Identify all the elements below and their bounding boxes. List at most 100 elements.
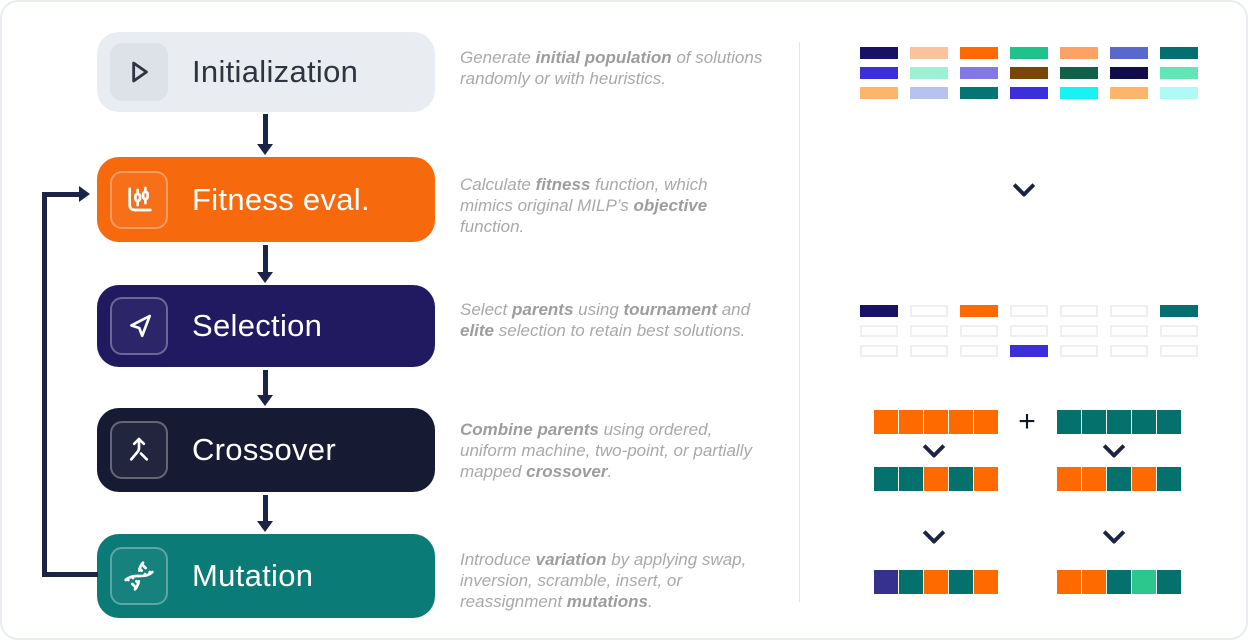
gene-cell-empty: [1010, 305, 1048, 317]
desc-text-segment: elite: [460, 321, 495, 340]
gene-cell-empty: [1160, 345, 1198, 357]
stage-label: Mutation: [192, 558, 314, 593]
desc-text-segment: variation: [535, 550, 607, 569]
gene-square: [1107, 467, 1131, 491]
description-fitness-eval: Calculate fitness function, which mimics…: [460, 174, 764, 237]
gene-cell-filled: [910, 47, 948, 59]
stage-box-initialization: Initialization: [97, 32, 435, 112]
desc-text-segment: Generate: [460, 48, 536, 67]
gene-cell-filled: [1110, 67, 1148, 79]
stage-label: Fitness eval.: [192, 181, 370, 217]
gene-square: [1132, 570, 1156, 594]
stage-box-selection: Selection: [97, 285, 435, 367]
desc-text-segment: tournament: [623, 300, 718, 319]
gene-cell-empty: [1110, 345, 1148, 357]
mutation-result-b: [1057, 570, 1181, 594]
desc-text-segment: Introduce: [460, 550, 536, 569]
arrow-down-icon: [257, 144, 273, 155]
gene-cell-empty: [1160, 325, 1198, 337]
description-selection: Select parents using tournament and elit…: [460, 299, 764, 341]
gene-cell-empty: [1060, 305, 1098, 317]
desc-text-segment: Select: [460, 300, 512, 319]
gene-square: [1107, 410, 1131, 434]
gene-square: [1082, 410, 1106, 434]
description-mutation: Introduce variation by applying swap, in…: [460, 549, 764, 612]
gene-row: [860, 345, 1198, 357]
desc-text-segment: fitness: [535, 175, 591, 194]
gene-cell-filled: [1060, 47, 1098, 59]
chevron-down-icon: [1012, 174, 1036, 198]
gene-square: [974, 570, 998, 594]
candlestick-chart-icon: [110, 170, 168, 229]
loop-arrow-bottom-line: [42, 572, 98, 577]
gene-cell-filled: [1010, 47, 1048, 59]
flow-arrow-line: [263, 370, 268, 396]
chevron-down-icon: [1102, 435, 1126, 459]
gene-cell-filled: [1110, 87, 1148, 99]
gene-cell-empty: [1110, 325, 1148, 337]
gene-row: [860, 87, 1198, 99]
gene-cell-empty: [910, 305, 948, 317]
desc-text-segment: of solutions randomly or with heuristics…: [460, 48, 763, 88]
gene-cell-filled: [960, 87, 998, 99]
chevron-down-icon: [1102, 521, 1126, 545]
gene-cell-filled: [860, 305, 898, 317]
gene-cell-filled: [1060, 67, 1098, 79]
gene-cell-filled: [1110, 47, 1148, 59]
desc-text-segment: using ordered, uniform machine, two-poin…: [460, 420, 752, 481]
gene-cell-filled: [860, 47, 898, 59]
desc-text-segment: by applying swap, inversion, scramble, i…: [460, 550, 747, 611]
gene-square: [974, 410, 998, 434]
gene-square: [899, 410, 923, 434]
gene-cell-empty: [860, 325, 898, 337]
arrow-down-icon: [257, 521, 273, 532]
selection-grid: [860, 305, 1198, 357]
desc-text-segment: parents: [511, 300, 574, 319]
desc-text-segment: mutations: [566, 592, 649, 611]
cursor-icon: [110, 297, 168, 355]
gene-cell-filled: [1010, 345, 1048, 357]
gene-cell-filled: [1160, 305, 1198, 317]
gene-square: [1132, 410, 1156, 434]
dna-icon: [110, 547, 168, 605]
desc-text-segment: and: [717, 300, 751, 319]
gene-square: [924, 467, 948, 491]
desc-text-segment: selection to retain best solutions.: [494, 321, 746, 340]
desc-text-segment: Combine parents: [460, 420, 599, 439]
mutation-result-a: [874, 570, 998, 594]
desc-text-segment: function, which mimics original MILP’s: [460, 175, 708, 215]
gene-square: [1057, 467, 1081, 491]
desc-text-segment: .: [607, 462, 613, 481]
stage-label: Selection: [192, 308, 323, 343]
population-grid: [860, 47, 1198, 99]
gene-row: [860, 47, 1198, 59]
stage-label: Initialization: [192, 54, 359, 89]
gene-square: [1157, 410, 1181, 434]
gene-square: [949, 467, 973, 491]
desc-text-segment: .: [648, 592, 653, 611]
gene-row: [860, 305, 1198, 317]
chevron-down-icon: [922, 521, 946, 545]
stage-box-mutation: Mutation: [97, 534, 435, 618]
gene-square: [924, 570, 948, 594]
gene-square: [949, 410, 973, 434]
arrow-down-icon: [257, 272, 273, 283]
gene-cell-filled: [1060, 87, 1098, 99]
gene-square: [949, 570, 973, 594]
gene-square: [974, 467, 998, 491]
merge-arrow-icon: [110, 421, 168, 479]
plus-sign: +: [1018, 405, 1036, 438]
desc-text-segment: using: [573, 300, 624, 319]
gene-square: [1157, 570, 1181, 594]
gene-cell-filled: [1010, 67, 1048, 79]
gene-cell-filled: [1010, 87, 1048, 99]
gene-cell-filled: [910, 67, 948, 79]
arrow-right-icon: [79, 186, 90, 202]
gene-cell-empty: [1060, 345, 1098, 357]
description-initialization: Generate initial population of solutions…: [460, 47, 764, 89]
gene-cell-filled: [1160, 87, 1198, 99]
gene-cell-empty: [1110, 305, 1148, 317]
gene-cell-filled: [960, 305, 998, 317]
stage-box-fitness-eval: Fitness eval.: [97, 157, 435, 242]
